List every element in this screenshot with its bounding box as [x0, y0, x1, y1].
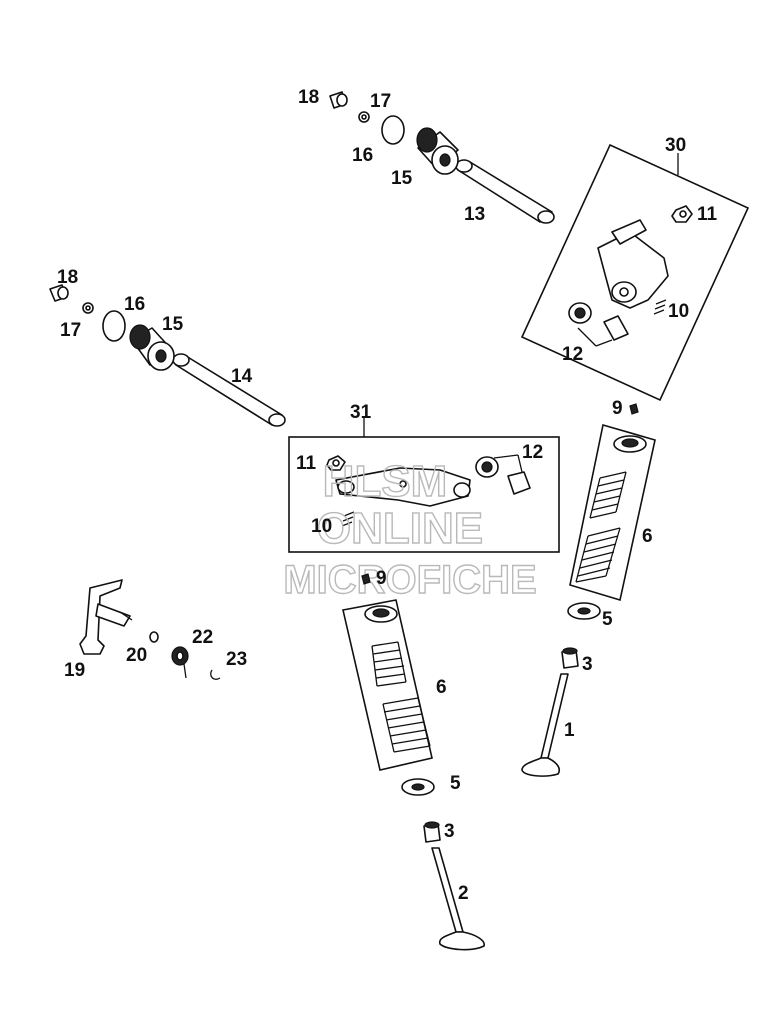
screw-10-lower	[341, 511, 355, 527]
callout-11-lower: 11	[296, 453, 317, 474]
callout-15-lower: 15	[162, 314, 184, 335]
rocker-shaft-lower	[172, 353, 286, 427]
outer-spring-left	[382, 697, 431, 753]
bushing-12-upper	[568, 302, 629, 341]
screw-10-upper	[653, 299, 667, 315]
rocker-arm-lower	[335, 467, 471, 507]
shaft-sleeve-upper	[416, 127, 459, 175]
callout-18-upper: 18	[298, 87, 319, 108]
callout-14: 14	[231, 366, 253, 387]
callout-19: 19	[64, 660, 85, 681]
callout-10-lower: 10	[311, 516, 332, 537]
watermark-line1: HLSM	[323, 457, 448, 506]
screw-lower	[49, 284, 69, 302]
callout-22: 22	[192, 627, 213, 648]
spring-box-left	[342, 599, 433, 771]
watermark-line3: MICROFICHE	[283, 558, 536, 602]
valve-2	[431, 847, 485, 951]
valve-seal-left	[423, 821, 441, 843]
inner-spring-left	[371, 641, 407, 687]
callout-12-upper: 12	[562, 344, 583, 365]
callout-3-right: 3	[582, 654, 593, 675]
callout-labels: 1 2 3 3 5 5 6 6 9 9 10 10 11 11 12 12 13…	[57, 87, 718, 904]
callout-16-upper: 16	[352, 145, 373, 166]
callout-17-lower: 17	[60, 320, 81, 341]
callout-16-lower: 16	[124, 294, 145, 315]
callout-5-left: 5	[450, 773, 461, 794]
lever-19	[79, 579, 133, 655]
callout-2: 2	[458, 883, 469, 904]
washer-20	[149, 631, 159, 643]
callout-20: 20	[126, 645, 147, 666]
callout-3-left: 3	[444, 821, 455, 842]
callout-6-right: 6	[642, 526, 653, 547]
callout-6-left: 6	[436, 677, 447, 698]
spring-retainer-left	[364, 605, 398, 623]
callout-9-right: 9	[612, 398, 623, 419]
shaft-sleeve-lower	[129, 324, 175, 371]
nut-11-upper	[671, 205, 693, 223]
callout-5-right: 5	[602, 609, 613, 630]
callout-17-upper: 17	[370, 91, 391, 112]
collet-9-left	[361, 573, 371, 585]
assembly-box-31	[288, 436, 560, 553]
spring-seat-right	[567, 602, 601, 620]
o-ring-upper	[381, 115, 405, 145]
callout-30: 30	[665, 135, 686, 156]
clip-23	[210, 669, 221, 680]
callout-15-upper: 15	[391, 168, 413, 189]
callout-18-lower: 18	[57, 267, 78, 288]
spring-retainer-right	[613, 435, 647, 453]
collet-9-right	[629, 403, 639, 415]
callout-9-left: 9	[376, 568, 387, 589]
valve-1	[521, 673, 569, 777]
watermark-line2: ONLINE	[317, 504, 483, 553]
rocker-arm-upper	[597, 219, 669, 309]
spring-box-right	[569, 423, 656, 602]
callout-12-lower: 12	[522, 442, 543, 463]
outer-spring-right	[575, 527, 621, 583]
spring-seat-left	[401, 778, 435, 796]
assembly-box-30	[520, 143, 750, 402]
callout-11-upper: 11	[697, 204, 718, 225]
inner-spring-right	[589, 471, 627, 519]
o-ring-lower	[102, 310, 126, 342]
spring-22	[171, 646, 189, 679]
nut-11-lower	[326, 455, 346, 471]
callout-1: 1	[564, 720, 575, 741]
callout-31: 31	[350, 402, 372, 423]
rocker-shaft-upper	[455, 159, 555, 224]
bushing-12-lower	[475, 456, 531, 495]
callout-13: 13	[464, 204, 485, 225]
callout-10-upper: 10	[668, 301, 689, 322]
screw-upper	[329, 91, 348, 109]
callout-23: 23	[226, 649, 247, 670]
valve-seal-right	[561, 647, 579, 669]
